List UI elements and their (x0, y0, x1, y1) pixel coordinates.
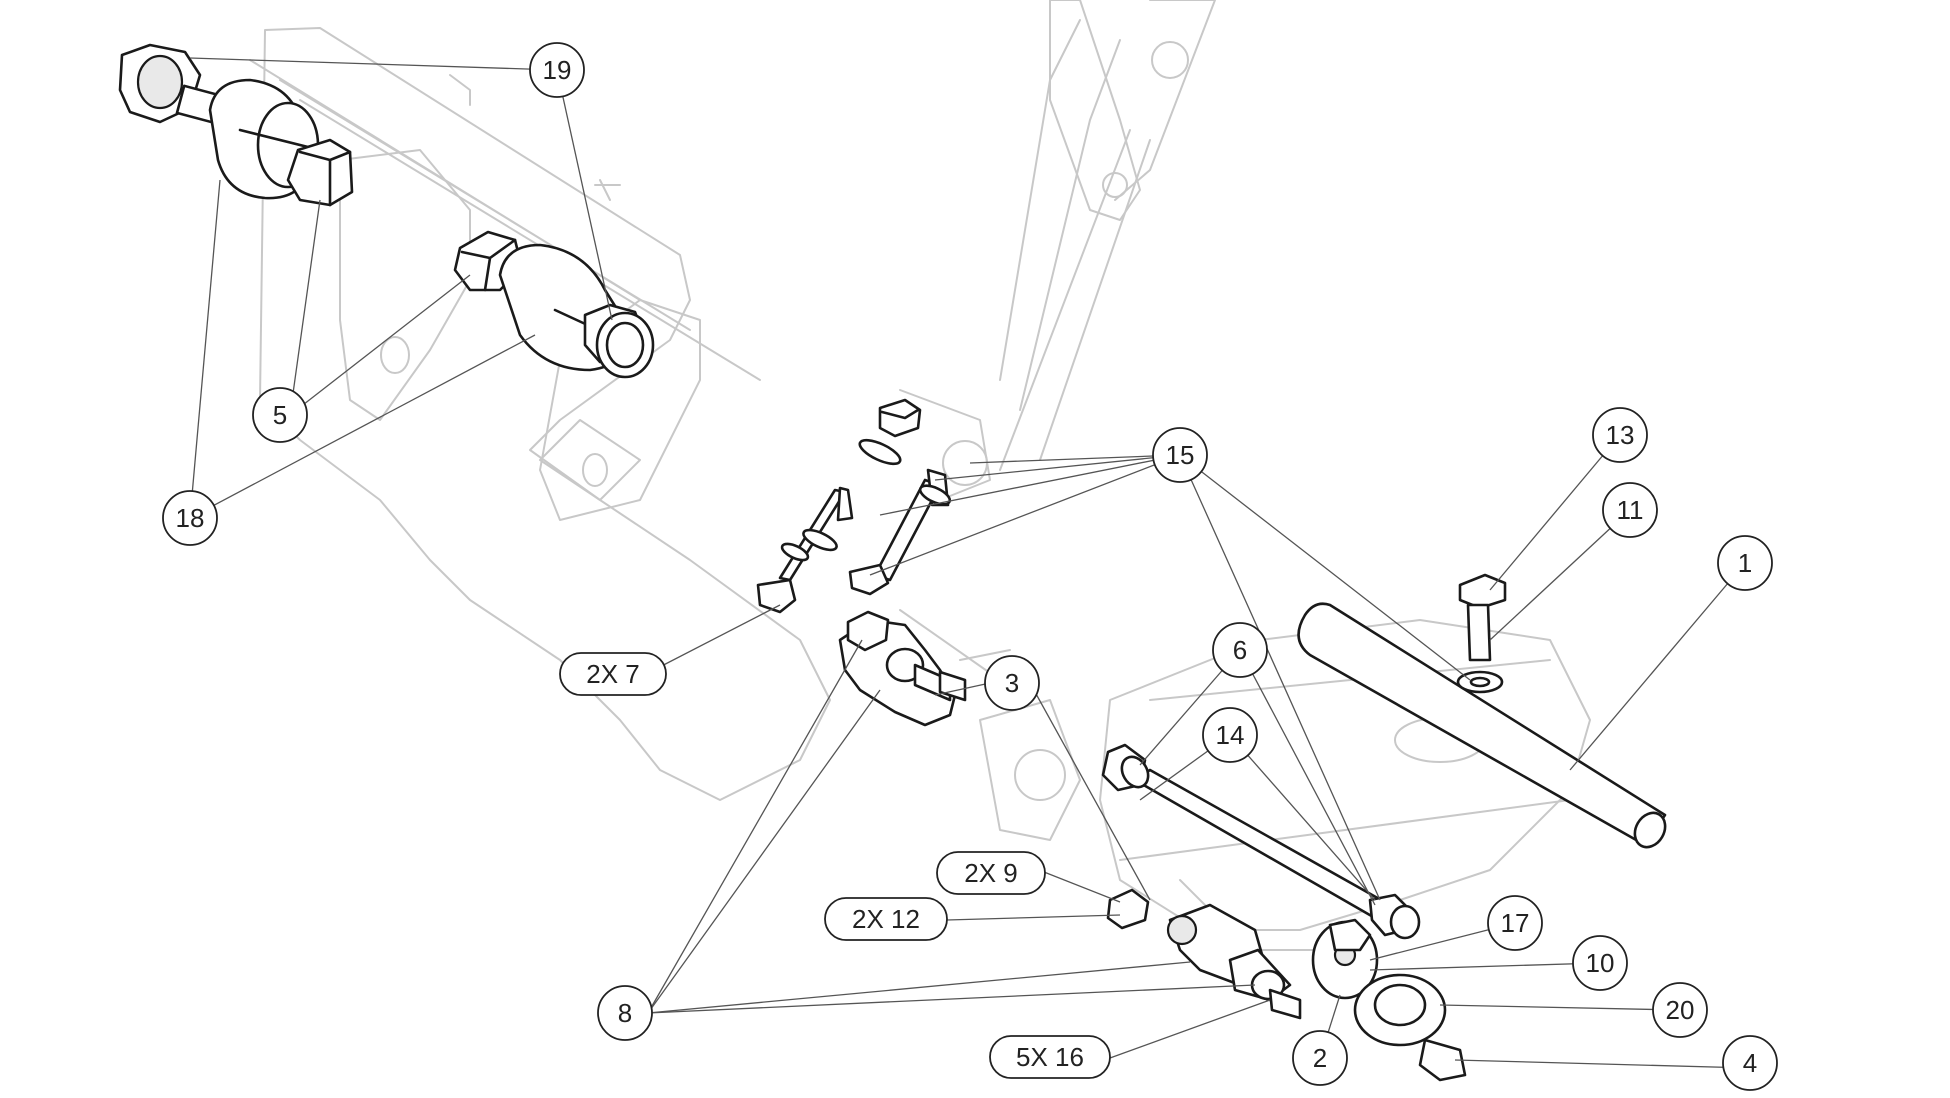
leader-lines (189, 57, 1751, 1069)
svg-text:18: 18 (176, 503, 205, 533)
callout-2x9: 2X 9 (936, 851, 1046, 895)
callout-2x12: 2X 12 (824, 897, 948, 941)
svg-text:2X 12: 2X 12 (852, 904, 920, 934)
ball-joint-17 (1311, 918, 1379, 1000)
svg-text:15: 15 (1166, 440, 1195, 470)
callout-14: 14 (1202, 707, 1258, 763)
bolt-7-left (756, 486, 854, 614)
svg-text:13: 13 (1606, 420, 1635, 450)
rod-6 (1101, 743, 1421, 940)
svg-text:1: 1 (1738, 548, 1752, 578)
svg-text:3: 3 (1005, 668, 1019, 698)
callout-8: 8 (597, 985, 653, 1041)
svg-text:19: 19 (543, 55, 572, 85)
svg-text:2X 7: 2X 7 (586, 659, 640, 689)
hex-nut-19-upper (118, 43, 237, 124)
svg-text:10: 10 (1586, 948, 1615, 978)
bushing-3 (838, 610, 967, 727)
callout-1: 1 (1717, 535, 1773, 591)
callout-6: 6 (1212, 622, 1268, 678)
svg-text:14: 14 (1216, 720, 1245, 750)
hex-nut-19-lower (583, 303, 655, 379)
svg-text:4: 4 (1743, 1048, 1757, 1078)
callout-5: 5 (252, 387, 308, 443)
washer-11-hole (1469, 676, 1491, 688)
svg-text:6: 6 (1233, 635, 1247, 665)
callout-11: 11 (1602, 482, 1658, 538)
svg-text:8: 8 (618, 998, 632, 1028)
callout-17: 17 (1487, 895, 1543, 951)
svg-text:5: 5 (273, 400, 287, 430)
callout-18: 18 (162, 490, 218, 546)
callout-2x7: 2X 7 (559, 652, 667, 696)
washer-15 (858, 438, 902, 466)
tube-1 (1297, 602, 1667, 849)
svg-text:11: 11 (1617, 495, 1644, 525)
svg-text:5X 16: 5X 16 (1016, 1042, 1084, 1072)
callout-3: 3 (984, 655, 1040, 711)
ghost-frame (249, 0, 1591, 951)
housing-20 (1353, 973, 1467, 1082)
bolt-7-right (848, 468, 952, 596)
callout-13: 13 (1592, 407, 1648, 463)
svg-text:2: 2 (1313, 1043, 1327, 1073)
svg-text:2X 9: 2X 9 (964, 858, 1018, 888)
callout-5x16: 5X 16 (989, 1035, 1111, 1079)
callout-15: 15 (1152, 427, 1208, 483)
callout-10: 10 (1572, 935, 1628, 991)
bolt-13 (1458, 573, 1507, 662)
hex-bolt-5-upper (286, 138, 354, 207)
callout-20: 20 (1652, 982, 1708, 1038)
callout-4: 4 (1722, 1035, 1778, 1091)
callout-19: 19 (529, 42, 585, 98)
small-nut-15-top (878, 398, 922, 438)
svg-text:17: 17 (1501, 908, 1530, 938)
callout-2: 2 (1292, 1030, 1348, 1086)
svg-text:20: 20 (1666, 995, 1695, 1025)
clamp-12 (1106, 888, 1302, 1020)
